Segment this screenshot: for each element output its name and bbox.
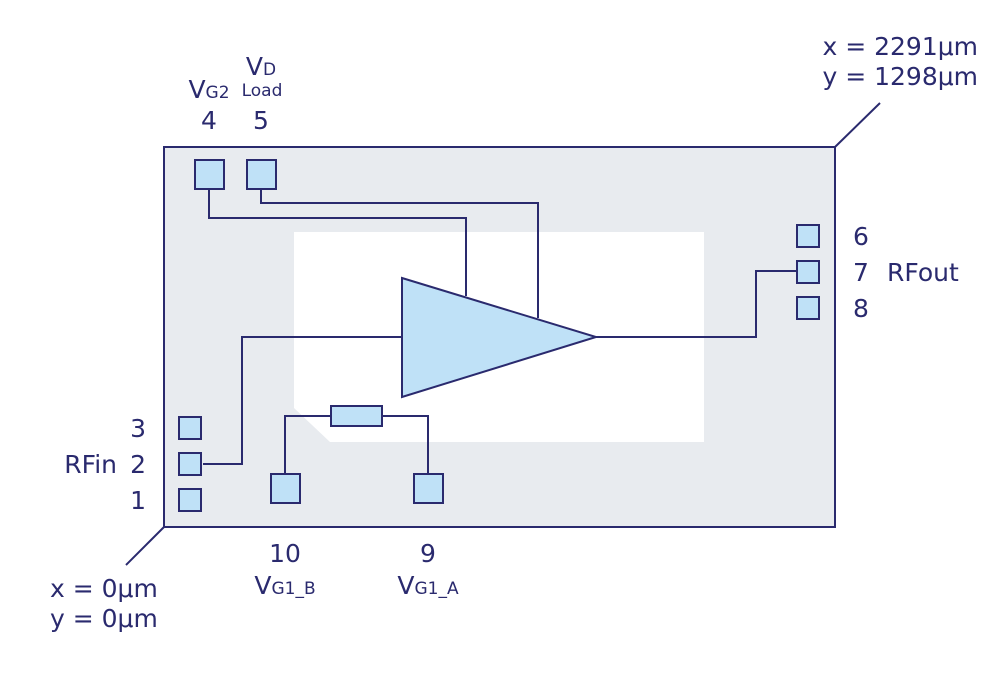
resistor <box>330 405 383 427</box>
pad-5 <box>246 159 277 190</box>
corner-x-coordinate: x = 2291μm <box>822 32 978 61</box>
trace-vg2 <box>208 189 467 296</box>
pin-3-number: 3 <box>130 414 146 443</box>
trace-rfin <box>203 336 402 465</box>
pad-6 <box>796 224 820 248</box>
trace-vg1-a <box>382 415 429 474</box>
pin-5-name-main: V <box>246 52 263 81</box>
pin-10-name-sub: G1_B <box>271 579 315 599</box>
pad-1 <box>178 488 202 512</box>
pin-10-number: 10 <box>269 539 301 568</box>
pin-4-name: VG2 <box>188 75 229 104</box>
pin-10-name-main: V <box>254 571 271 600</box>
corner-y-coordinate: y = 1298μm <box>822 62 978 91</box>
pin-2-name: RFin <box>64 450 117 479</box>
pin-5-name: VD <box>246 52 276 81</box>
pin-9-number: 9 <box>420 539 436 568</box>
corner-leader <box>834 102 881 148</box>
amplifier-symbol <box>401 276 600 399</box>
pad-3 <box>178 416 202 440</box>
pin-7-name: RFout <box>887 258 959 287</box>
pin-5-name-load: Load <box>242 81 283 101</box>
pin-10-name: VG1_B <box>254 571 315 600</box>
trace-vg1-b <box>284 415 331 474</box>
pin-4-name-main: V <box>188 75 205 104</box>
pin-9-name: VG1_A <box>397 571 459 600</box>
pin-5-number: 5 <box>253 106 269 135</box>
pin-7-number: 7 <box>853 258 869 287</box>
pad-4 <box>194 159 225 190</box>
origin-leader <box>125 526 165 566</box>
pin-4-name-sub: G2 <box>206 83 230 103</box>
pin-8-number: 8 <box>853 294 869 323</box>
pad-8 <box>796 296 820 320</box>
pin-1-number: 1 <box>130 486 146 515</box>
origin-x-coordinate: x = 0μm <box>50 574 158 603</box>
pin-9-name-sub: G1_A <box>414 579 458 599</box>
pad-9 <box>413 473 444 504</box>
pin-4-number: 4 <box>201 106 217 135</box>
pad-2 <box>178 452 202 476</box>
pin-9-name-main: V <box>397 571 414 600</box>
origin-y-coordinate: y = 0μm <box>50 604 158 633</box>
pin-5-name-sub: D <box>263 60 276 80</box>
pin-6-number: 6 <box>853 222 869 251</box>
pad-7 <box>796 260 820 284</box>
pad-10 <box>270 473 301 504</box>
trace-vd-load <box>260 189 539 318</box>
pin-2-number: 2 <box>130 450 146 479</box>
trace-rfout <box>596 270 797 338</box>
